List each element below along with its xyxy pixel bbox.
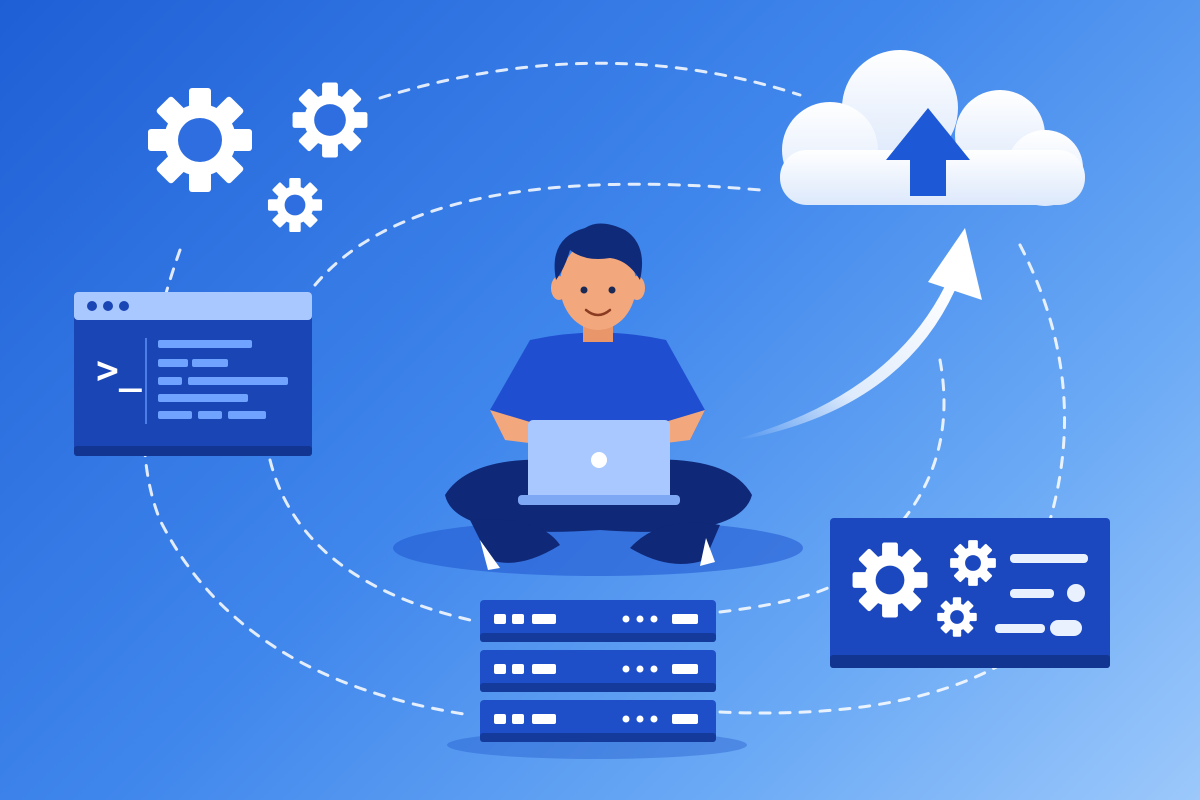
terminal-prompt: >_ [96,348,142,392]
upload-arrow-icon [740,228,982,440]
laptop-icon [518,420,680,505]
gear-cluster-icon [148,82,368,233]
terminal-window-icon: >_ [74,292,312,456]
person-with-laptop [393,223,803,576]
dashed-orbits [142,61,1066,717]
cloud-upload-icon [780,50,1085,206]
server-rack-icon [447,600,747,759]
settings-panel-icon [830,518,1110,668]
